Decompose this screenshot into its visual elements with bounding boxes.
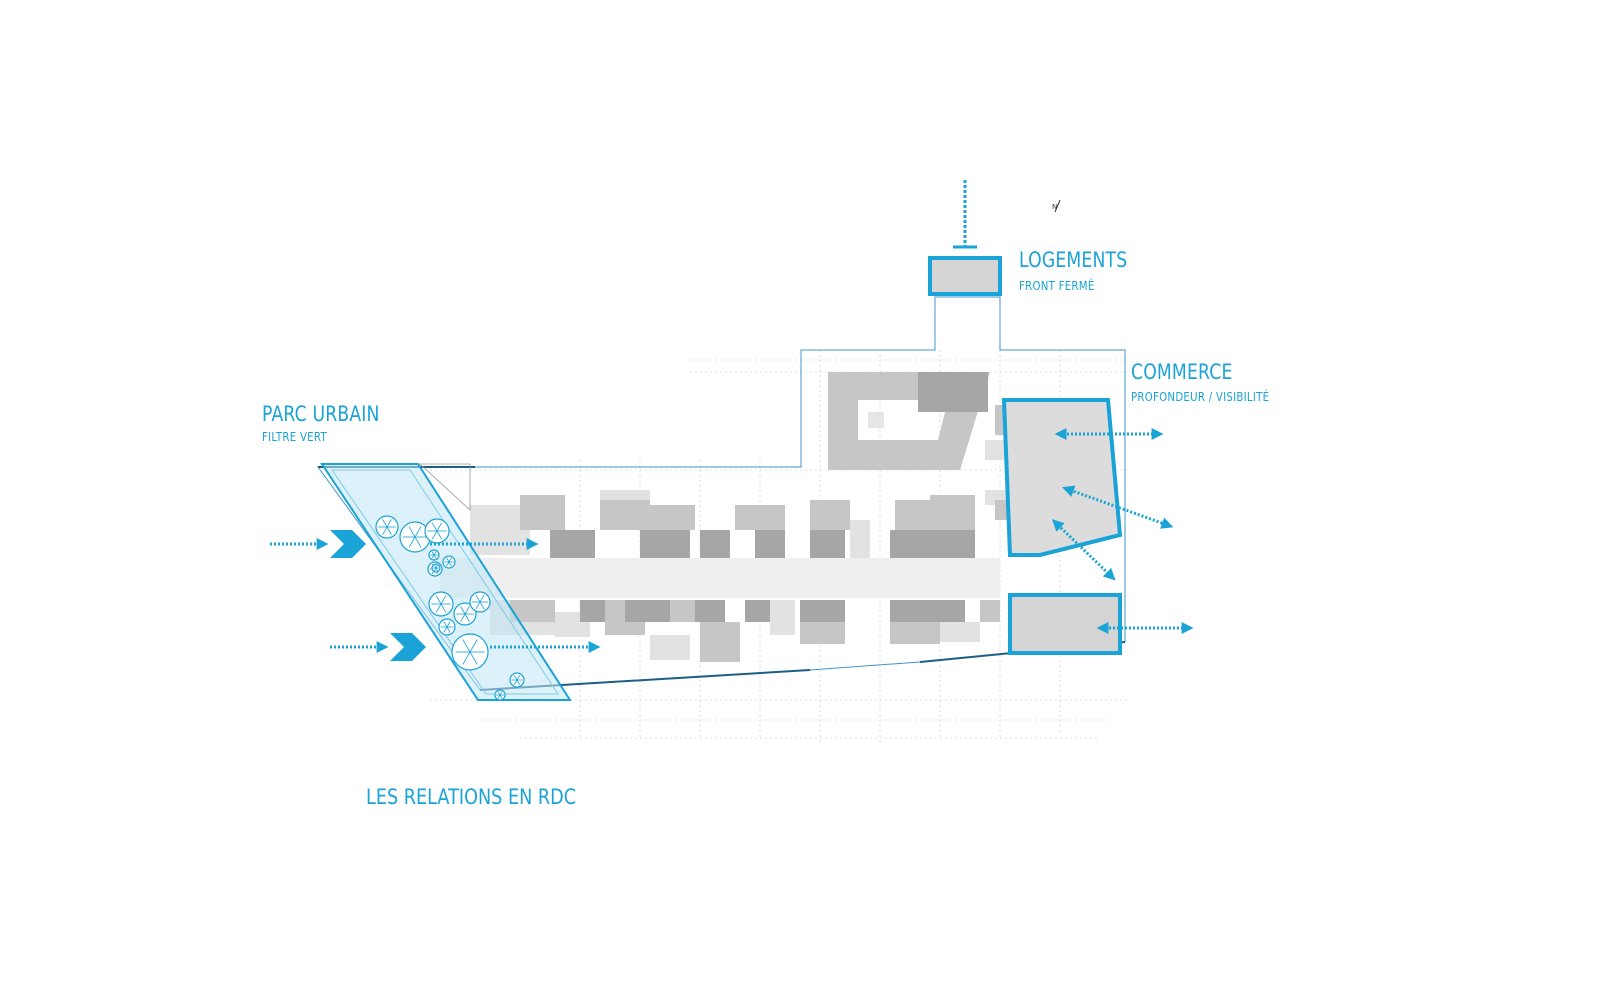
building-block [850, 520, 870, 558]
tree-icon [428, 549, 440, 561]
building-block [700, 530, 730, 558]
building-block [600, 495, 650, 530]
building-block [810, 530, 845, 558]
tree-icon [375, 515, 399, 539]
building-block [940, 622, 980, 642]
relation-arrows [270, 428, 1194, 661]
tree-icon [428, 591, 454, 617]
building-block [890, 530, 975, 558]
building-block [890, 622, 940, 644]
building-block [800, 622, 845, 644]
building-block [580, 600, 605, 622]
building-block [650, 635, 690, 660]
tree-icon [451, 633, 489, 671]
courtyard-block [828, 372, 990, 470]
logements-title: LOGEMENTS [1019, 248, 1128, 272]
building-block [745, 600, 770, 622]
building-block [510, 600, 555, 622]
building-block [625, 600, 670, 622]
building-block [600, 490, 650, 500]
tree-icon [424, 518, 450, 544]
building-block [930, 495, 975, 530]
building-block [985, 440, 1005, 460]
diagram-caption: LES RELATIONS EN RDC [366, 785, 577, 809]
tree-icon [431, 563, 441, 573]
commerce-subtitle: PROFONDEUR / VISIBILITÉ [1131, 390, 1270, 404]
building-block [980, 600, 1000, 622]
building-block [735, 505, 785, 530]
building-block [770, 600, 795, 635]
building-block [810, 500, 850, 530]
building-block [670, 600, 700, 622]
building-block [800, 600, 845, 622]
commerce-block-south [1008, 593, 1122, 655]
parc-subtitle: FILTRE VERT [262, 430, 327, 444]
double-arrow-icon [1062, 485, 1174, 529]
commerce-block-north [1001, 398, 1123, 557]
building-block [700, 622, 740, 662]
building-block [755, 530, 785, 558]
tree-icon [399, 521, 431, 553]
chevron-arrow-icon [330, 530, 366, 558]
building-block [520, 495, 565, 530]
building-block [895, 500, 935, 530]
central-street [440, 558, 1000, 598]
tree-icon [509, 672, 525, 688]
tree-icon [469, 591, 491, 613]
tree-icon [438, 618, 456, 636]
tree-group [375, 515, 525, 701]
north-label: N [1052, 203, 1058, 211]
tree-icon [453, 602, 477, 626]
building-block [640, 530, 690, 558]
logements-subtitle: FRONT FERMÉ [1019, 279, 1095, 293]
tree-icon [494, 689, 506, 701]
logements-block [928, 256, 1002, 296]
tree-icon [442, 555, 456, 569]
building-block [695, 600, 725, 622]
double-arrow-icon [1051, 519, 1116, 581]
parc-title: PARC URBAIN [262, 402, 380, 426]
chevron-arrow-icon [390, 633, 426, 661]
closed-front-icon [953, 180, 977, 249]
commerce-title: COMMERCE [1131, 360, 1233, 384]
building-block [650, 505, 695, 530]
north-arrow-icon [1054, 199, 1061, 213]
building-block [550, 530, 595, 558]
building-block [890, 600, 965, 622]
